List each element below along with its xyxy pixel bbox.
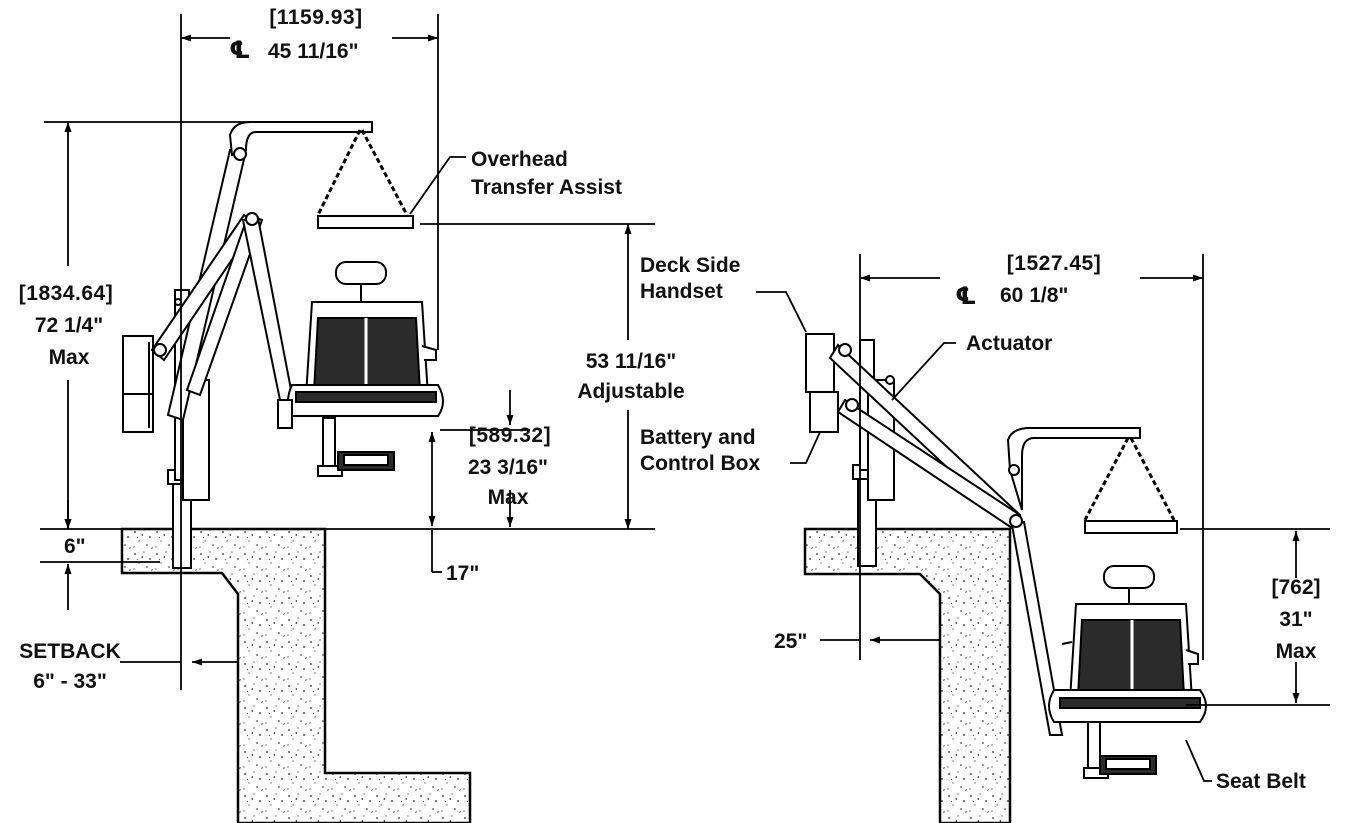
right-width-imperial: 60 1/8": [1000, 284, 1069, 307]
left-dimension-lines: [40, 14, 655, 690]
right-dimension-lines: [756, 254, 1330, 782]
left-lift-column: [122, 121, 373, 569]
right-overhead-assist: [1083, 437, 1178, 534]
callout-handset-line2: Handset: [640, 280, 723, 303]
callout-seat-belt: Seat Belt: [1216, 770, 1306, 793]
left-height-metric: [1834.64]: [18, 282, 114, 305]
callout-overhead-line1: Overhead: [471, 148, 568, 171]
left-seat: [277, 261, 444, 477]
right-seat: [1048, 565, 1207, 779]
left-width-imperial: 45 11/16": [268, 40, 359, 63]
left-centerline-symbol: ℄: [229, 37, 251, 64]
setback-range: 6" - 33": [33, 670, 107, 693]
left-height-imperial: 72 1/4": [34, 314, 104, 337]
callout-battery-line2: Control Box: [640, 452, 761, 475]
below-deck-dim-label: 17": [446, 562, 480, 585]
right-depth-note: Max: [1275, 640, 1317, 663]
left-overhead-assist: [316, 129, 414, 229]
right-centerline-symbol: ℄: [955, 283, 977, 310]
seat-height-imperial: 23 3/16": [467, 456, 549, 479]
right-width-metric: [1527.45]: [1006, 252, 1102, 275]
callout-overhead-line2: Transfer Assist: [471, 176, 622, 199]
deck-dim-label: 6": [64, 535, 86, 558]
right-lift-column: [805, 333, 1141, 736]
callout-actuator: Actuator: [966, 332, 1053, 355]
adjustable-note: Adjustable: [577, 380, 685, 403]
left-width-metric: [1159.93]: [269, 6, 363, 29]
seat-height-metric: [589.32]: [468, 424, 552, 447]
callout-battery-line1: Battery and: [640, 426, 756, 449]
setback-title: SETBACK: [19, 640, 121, 663]
left-pool-wall: [120, 527, 472, 823]
right-pool-wall: [803, 527, 1012, 823]
seat-height-note: Max: [487, 486, 529, 509]
right-depth-imperial: 31": [1279, 608, 1313, 631]
adjustable-value: 53 11/16": [585, 350, 677, 373]
callout-handset-line1: Deck Side: [640, 254, 741, 277]
right-setback-dim: 25": [774, 630, 808, 653]
right-depth-metric: [762]: [1271, 576, 1321, 599]
left-height-note: Max: [48, 346, 90, 369]
